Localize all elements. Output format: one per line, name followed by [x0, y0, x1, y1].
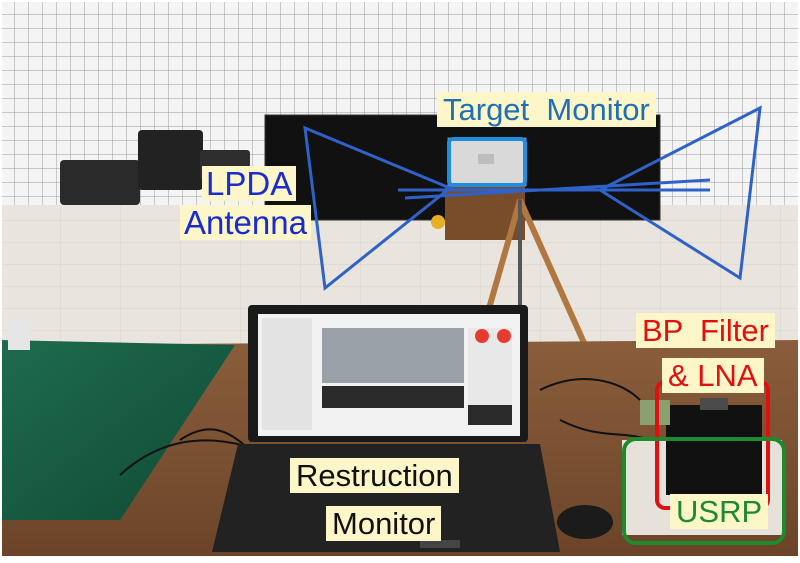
equipment-case — [60, 160, 140, 205]
lpda-label-line1-text: LPDA — [206, 165, 293, 202]
usrp-highlight — [622, 437, 786, 545]
bp-filter-label-line1-text: BP Filter — [642, 313, 769, 348]
lpda-label-line1: LPDA — [202, 165, 297, 202]
bp-filter-label-line2: & LNA — [662, 358, 764, 393]
esd-mat — [0, 340, 235, 520]
bp-filter-label-line2-text: & LNA — [668, 358, 758, 393]
target-monitor-label: Target Monitor — [437, 92, 656, 127]
usrp-device — [666, 405, 762, 495]
lpda-label-line2: Antenna — [180, 205, 311, 240]
restruction-label-line2: Monitor — [326, 506, 442, 541]
usrp-label-text: USRP — [676, 494, 763, 529]
lpda-label-line2-text: Antenna — [184, 204, 307, 241]
restruction-label-line1-text: Restruction — [296, 458, 453, 493]
restruction-label-line1: Restruction — [290, 458, 459, 493]
mouse — [557, 505, 613, 539]
bp-filter-label-line1: BP Filter — [636, 313, 775, 348]
restruction-label-line2-text: Monitor — [332, 506, 436, 541]
lpda-antenna — [303, 105, 762, 291]
target-monitor-highlight — [447, 137, 527, 187]
usrp-label: USRP — [670, 494, 769, 529]
chamber-floor — [0, 205, 800, 345]
target-monitor-label-text: Target Monitor — [443, 92, 650, 127]
